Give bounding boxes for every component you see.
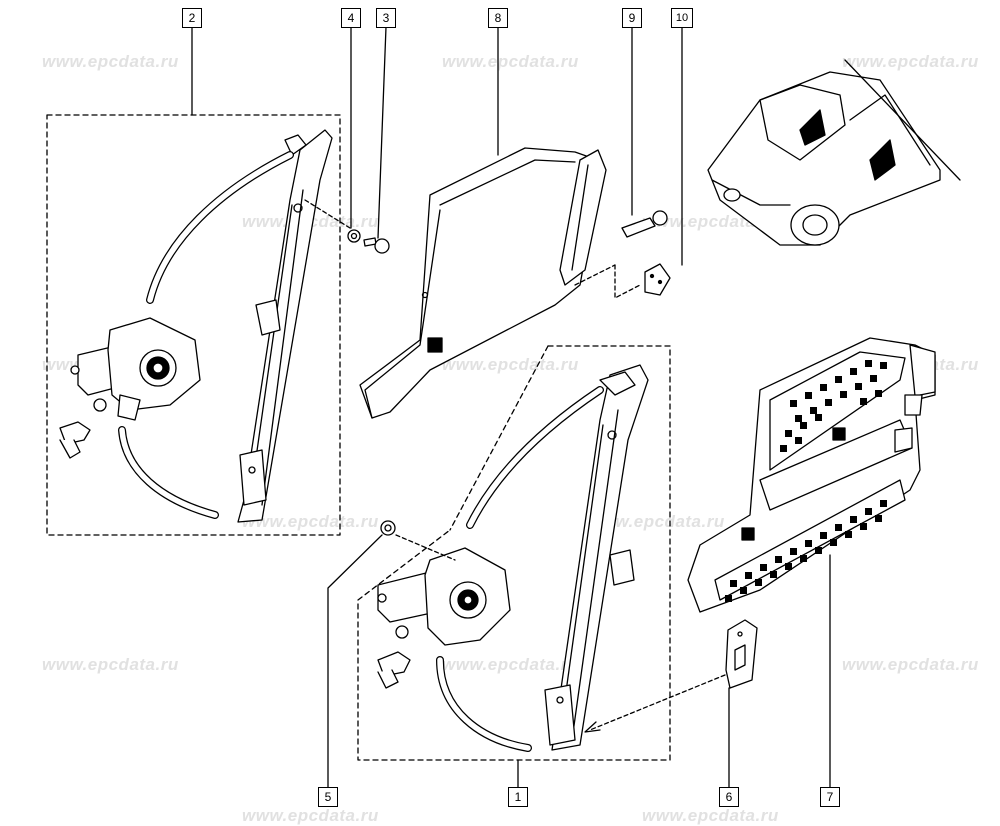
bolt: [363, 237, 390, 254]
leader-5: [327, 534, 383, 788]
callout-9[interactable]: 9: [622, 8, 642, 28]
push-rivet: [621, 210, 668, 238]
callout-6[interactable]: 6: [719, 787, 739, 807]
cable: [466, 386, 604, 529]
callout-10[interactable]: 10: [671, 8, 693, 28]
window-motor: [70, 317, 201, 421]
cable: [118, 426, 219, 519]
washer: [347, 229, 361, 243]
window-motor: [377, 547, 511, 646]
door-trim-panel: [359, 147, 607, 419]
window-regulator-rail: [544, 364, 649, 751]
assembly-1-frame: [357, 345, 671, 761]
callout-2[interactable]: 2: [182, 8, 202, 28]
assembly-2-frame: [46, 114, 341, 536]
cable: [146, 151, 294, 304]
clip: [59, 421, 91, 459]
callout-4[interactable]: 4: [341, 8, 361, 28]
leader-3: [377, 26, 387, 239]
callout-8[interactable]: 8: [488, 8, 508, 28]
nut: [380, 520, 396, 536]
cable-clip: [725, 619, 758, 689]
door-inner-panel: [687, 337, 936, 613]
clip: [377, 651, 411, 689]
callout-7[interactable]: 7: [820, 787, 840, 807]
callout-3[interactable]: 3: [376, 8, 396, 28]
window-regulator-rail: [237, 129, 333, 523]
callout-1[interactable]: 1: [508, 787, 528, 807]
callout-5[interactable]: 5: [318, 787, 338, 807]
vehicle-location-sketch: [707, 59, 961, 246]
grommet: [644, 263, 671, 296]
